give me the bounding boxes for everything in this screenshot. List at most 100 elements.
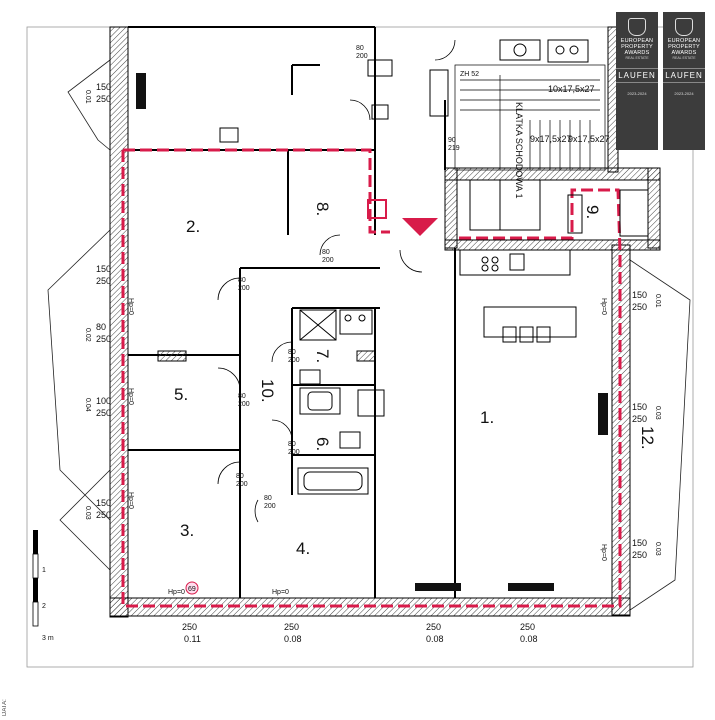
door-r4: 80 xyxy=(264,495,272,502)
sill-right-1: 0.01 xyxy=(654,294,661,308)
w-left-5: 150 xyxy=(96,498,111,508)
right-window-dims: 150 250 150 250 150 250 0.01 0.03 0.03 H… xyxy=(600,290,661,561)
award-sub: REAL ESTATE xyxy=(625,56,649,60)
bottom-window-dims: 250 0.11 250 0.08 250 0.08 250 0.08 Hp=0… xyxy=(168,581,538,644)
sill-right-2: 0.03 xyxy=(654,406,661,420)
scale-2: 2 xyxy=(42,603,46,610)
door-r5: 80 xyxy=(238,393,246,400)
w-right-3b: 250 xyxy=(632,550,647,560)
sill-left-2: 0.02 xyxy=(84,328,91,342)
w-left-3b: 250 xyxy=(96,334,111,344)
scale-0: 1 xyxy=(42,567,46,574)
kitchen-island xyxy=(483,306,577,343)
door-r6: 80 xyxy=(288,441,296,448)
w-left-4b: 250 xyxy=(96,408,111,418)
scale-labels: 1 2 3 m xyxy=(42,567,54,642)
w-bot-4b: 0.08 xyxy=(520,634,538,644)
w-bot-2a: 250 xyxy=(284,622,299,632)
w-bot-3a: 250 xyxy=(426,622,441,632)
room-3-label: 3. xyxy=(180,521,194,540)
bathroom-fixtures xyxy=(219,39,649,495)
radiators xyxy=(136,73,608,591)
marker-69-circle xyxy=(185,581,199,595)
award-years: 2023-2024 xyxy=(674,91,694,96)
sill-left-1: 0.01 xyxy=(84,90,91,104)
door-r8b: 200 xyxy=(322,257,334,264)
door-r2: 80 xyxy=(238,277,246,284)
facade-outline-right xyxy=(629,259,691,611)
door-r7b: 200 xyxy=(288,357,300,364)
award-brand: LAUFEN xyxy=(616,68,658,83)
room-5-label: 5. xyxy=(174,385,188,404)
zh-label: ZH 52 xyxy=(460,71,479,78)
w-bot-1b: 0.11 xyxy=(184,634,201,644)
w-right-1b: 250 xyxy=(632,302,647,312)
marker-69: 69 xyxy=(188,586,196,593)
door-topb: 200 xyxy=(356,53,368,60)
w-left-2: 150 xyxy=(96,264,111,274)
room-1-label: 1. xyxy=(480,408,494,427)
award-years: 2023-2024 xyxy=(627,91,647,96)
stair-steps-right: 9x17,5x27 xyxy=(568,134,610,144)
hp-left-2: Hp=0 xyxy=(127,388,134,405)
stair-name: KLATKA SCHODOWA 1 xyxy=(514,102,524,199)
scale-bar xyxy=(32,530,39,627)
door-top: 80 xyxy=(356,45,364,52)
award-sub: REAL ESTATE xyxy=(672,56,696,60)
room-8-label: 8. xyxy=(313,202,332,216)
room-12-label: 12. xyxy=(638,426,657,450)
door-r6b: 200 xyxy=(288,449,300,456)
w-left-4: 100 xyxy=(96,396,111,406)
apartment-boundary xyxy=(121,148,622,608)
w-left-1: 150 xyxy=(96,82,111,92)
stair-steps-left: 9x17,5x27 xyxy=(530,134,572,144)
door-stair: 90 xyxy=(448,137,456,144)
room-7-label: 7. xyxy=(313,349,332,363)
room-9-label: 9. xyxy=(583,205,602,219)
room-4-label: 4. xyxy=(296,539,310,558)
w-bot-2b: 0.08 xyxy=(284,634,302,644)
w-bot-3b: 0.08 xyxy=(426,634,444,644)
w-right-1a: 150 xyxy=(632,290,647,300)
award-badge-1: EUROPEAN PROPERTY AWARDS REAL ESTATE LAU… xyxy=(616,12,658,150)
left-window-dims: 150 250 150 250 80 250 100 250 150 250 0… xyxy=(84,82,134,520)
boundary-marker xyxy=(367,199,387,219)
w-bot-4a: 250 xyxy=(520,622,535,632)
sill-left-4: 0.03 xyxy=(84,506,91,520)
door-swings xyxy=(217,39,456,523)
hp-left-1: Hp=0 xyxy=(127,298,134,315)
award-title: EUROPEAN PROPERTY AWARDS xyxy=(620,38,654,56)
hp-left-3: Hp=0 xyxy=(127,492,134,509)
sill-left-3: 0.04 xyxy=(84,398,91,412)
door-r4b: 200 xyxy=(264,503,276,510)
room-2-label: 2. xyxy=(186,217,200,236)
date-footer: DATA: xyxy=(2,699,8,716)
w-left-2b: 250 xyxy=(96,276,111,286)
award-badge-2: EUROPEAN PROPERTY AWARDS REAL ESTATE LAU… xyxy=(663,12,705,150)
door-stairb: 219 xyxy=(448,145,460,152)
w-right-2a: 150 xyxy=(632,402,647,412)
award-title: EUROPEAN PROPERTY AWARDS xyxy=(667,38,701,56)
facade-outline-left xyxy=(47,59,111,571)
door-r3: 80 xyxy=(236,473,244,480)
kitchen-counter xyxy=(459,249,571,276)
hp-bot-2: Hp=0 xyxy=(272,589,289,596)
entry-triangle xyxy=(402,218,438,236)
stair-labels: KLATKA SCHODOWA 1 10x17,5x27 9x17,5x27 9… xyxy=(460,71,610,199)
award-brand: LAUFEN xyxy=(663,68,705,83)
door-r8: 80 xyxy=(322,249,330,256)
door-r5b: 200 xyxy=(238,401,250,408)
door-r2b: 200 xyxy=(238,285,250,292)
stair-steps-top: 10x17,5x27 xyxy=(548,84,595,94)
door-r3b: 200 xyxy=(236,481,248,488)
door-r7: 80 xyxy=(288,349,296,356)
crest-icon xyxy=(675,18,693,36)
interior-walls xyxy=(128,26,456,598)
hp-bot-1: Hp=0 xyxy=(168,589,185,596)
staircase xyxy=(454,64,606,171)
room-6-label: 6. xyxy=(313,437,332,451)
crest-icon xyxy=(628,18,646,36)
w-left-1b: 250 xyxy=(96,94,111,104)
w-right-2b: 250 xyxy=(632,414,647,424)
